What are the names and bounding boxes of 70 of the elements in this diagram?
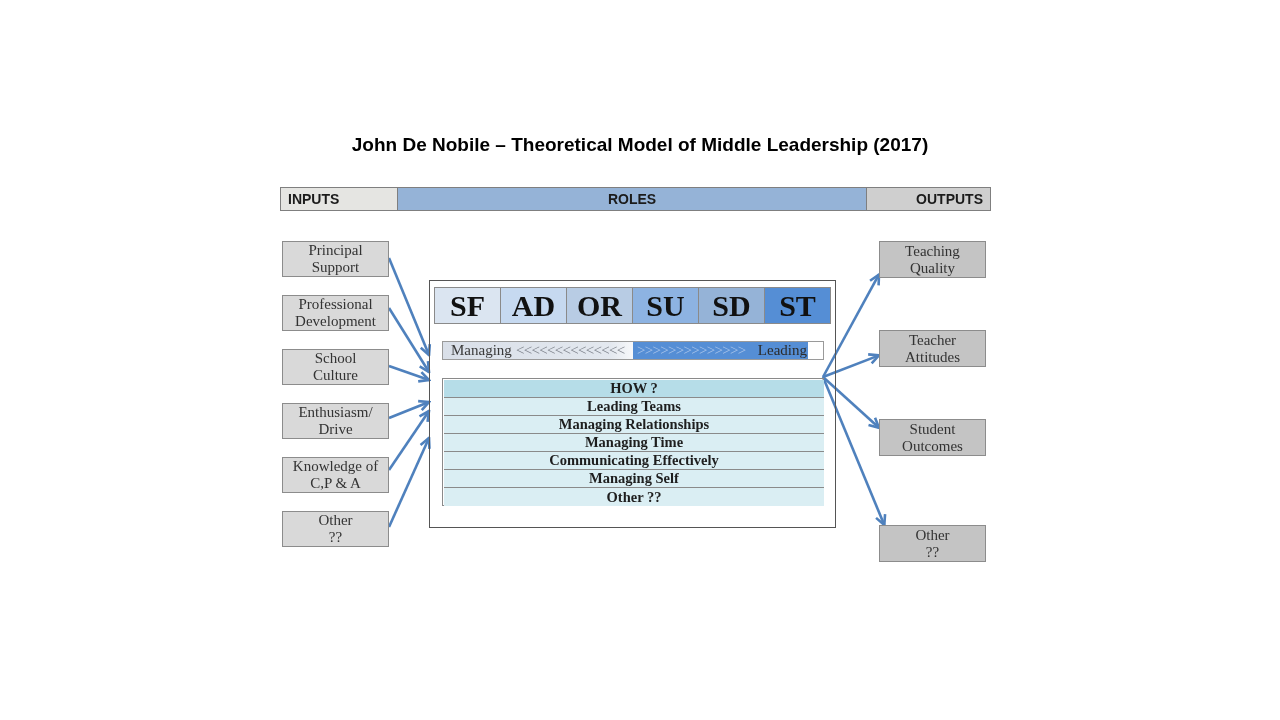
- role-cell: [566, 287, 633, 324]
- roles-header-band: [397, 187, 867, 211]
- scale-arrows: >>>>>>>>>>>>>>: [637, 342, 746, 359]
- arrow: [387, 409, 431, 471]
- table-header-row: [444, 380, 824, 398]
- column-heading: ROLES: [607, 191, 657, 207]
- row-label: Managing Self: [589, 470, 679, 487]
- input-box: [282, 349, 389, 385]
- arrow: [387, 307, 431, 374]
- role-cell: [500, 287, 567, 324]
- diagram-title: John De Nobile – Theoretical Model of Middle Leadership (2017): [351, 134, 929, 155]
- input-box: [282, 295, 389, 331]
- table-heading: HOW ?: [610, 380, 658, 397]
- arrow: [388, 399, 431, 420]
- output-box: [879, 419, 986, 456]
- input-label: Principal Support: [307, 242, 364, 276]
- output-box: [879, 330, 986, 367]
- table-row: [444, 452, 824, 470]
- output-label: Teacher Attitudes: [904, 331, 961, 366]
- output-box: [879, 525, 986, 562]
- input-box: [282, 241, 389, 277]
- scale-end-label: Managing: [451, 342, 512, 359]
- input-label: Other ??: [317, 512, 354, 546]
- role-code: AD: [511, 288, 556, 323]
- role-cell: [764, 287, 831, 324]
- input-label: Knowledge of C,P & A: [291, 458, 380, 492]
- output-box: [879, 241, 986, 278]
- table-row: [444, 434, 824, 452]
- role-code: ST: [779, 288, 816, 323]
- column-heading: INPUTS: [288, 191, 340, 207]
- table-row: [444, 398, 824, 416]
- scale-arrows: <<<<<<<<<<<<<<: [516, 342, 625, 359]
- outputs-header-band: [866, 187, 991, 211]
- table-row: [444, 470, 824, 488]
- role-cell: [632, 287, 699, 324]
- input-label: School Culture: [312, 350, 359, 384]
- table-row: [444, 488, 824, 506]
- model-frame: [429, 280, 836, 528]
- role-code: SU: [646, 288, 685, 323]
- output-label: Teaching Quality: [904, 242, 961, 277]
- row-label: Communicating Effectively: [549, 452, 719, 469]
- inputs-header-band: [280, 187, 398, 211]
- arrow: [387, 257, 432, 357]
- arrow: [822, 353, 881, 379]
- row-label: Other ??: [606, 488, 662, 506]
- role-code: SF: [450, 288, 485, 323]
- arrow: [821, 273, 881, 378]
- input-label: Professional Development: [294, 296, 377, 330]
- arrow: [388, 364, 431, 383]
- row-label: Managing Relationships: [558, 416, 710, 433]
- arrow: [822, 376, 881, 430]
- column-heading: OUTPUTS: [916, 191, 983, 207]
- strategy-table: [442, 378, 824, 506]
- scale-end-label: Leading: [757, 342, 807, 359]
- row-label: Leading Teams: [587, 398, 681, 415]
- output-label: Student Outcomes: [901, 420, 964, 455]
- role-cell: [434, 287, 501, 324]
- arrow: [387, 436, 431, 528]
- role-code: OR: [577, 288, 622, 323]
- input-box: [282, 457, 389, 493]
- input-box: [282, 511, 389, 547]
- role-cell: [698, 287, 765, 324]
- arrow: [821, 376, 887, 527]
- row-label: Managing Time: [584, 434, 684, 451]
- output-label: Other ??: [914, 526, 951, 561]
- input-label: Enthusiasm/ Drive: [297, 404, 374, 438]
- input-box: [282, 403, 389, 439]
- table-row: [444, 416, 824, 434]
- managing-leading-scale: [442, 341, 824, 360]
- role-code: SD: [712, 288, 751, 323]
